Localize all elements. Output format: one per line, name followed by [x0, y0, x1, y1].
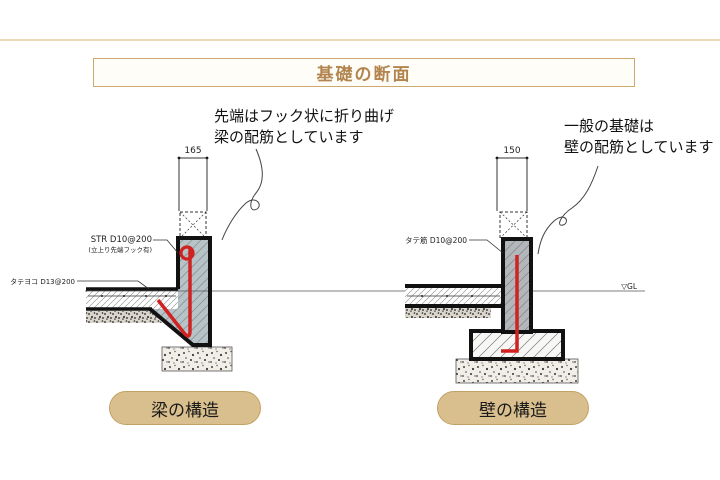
page-title-box: 基礎の断面: [93, 58, 635, 87]
right-diagram: 150 ▽GL: [405, 146, 638, 384]
rebar-hook: [179, 245, 195, 261]
left-slab-hatch: [86, 289, 178, 309]
left-dimension-label: 165: [184, 146, 201, 156]
left-sill-dashed-box: [179, 211, 207, 239]
caption-beam: 梁の構造: [151, 400, 219, 421]
right-dimension: 150: [495, 146, 529, 211]
gl-marker: ▽GL: [621, 282, 638, 291]
right-dimension-label: 150: [503, 146, 520, 156]
annotation-left-line1: 先端はフック状に折り曲げ: [214, 107, 395, 125]
annotation-left-line2: 梁の配筋としています: [214, 128, 364, 146]
left-slab-label: タテヨコ D13@200: [10, 277, 75, 286]
annotation-right-line1: 一般の基礎は: [564, 117, 655, 135]
annotation-right-line2: 壁の配筋としています: [564, 138, 714, 156]
left-slab-rebar: [88, 295, 176, 297]
left-diagram: 165: [10, 146, 645, 372]
annotation-left: 先端はフック状に折り曲げ 梁の配筋としています: [214, 106, 394, 148]
left-rebar: [156, 245, 195, 338]
left-foundation-outline: [148, 236, 212, 347]
caption-badge-wall: 壁の構造: [437, 391, 589, 425]
right-slab-rebar: [407, 295, 500, 297]
top-divider-rule: [0, 39, 720, 41]
right-labels: タテ筋 D10@200: [405, 235, 504, 254]
right-sill-dashed-box: [499, 211, 528, 239]
annotation-leader-right: [537, 165, 599, 255]
left-leveling-gravel: [161, 346, 233, 372]
left-labels: STR D10@200 (立上り先端フック有) タテヨコ D13@200: [10, 235, 179, 290]
caption-wall: 壁の構造: [479, 400, 547, 421]
right-rebar-label: タテ筋 D10@200: [405, 235, 467, 245]
left-rebar-note: (立上り先端フック有): [88, 245, 152, 254]
left-rebar-label: STR D10@200: [91, 235, 152, 245]
caption-badge-beam: 梁の構造: [109, 391, 261, 425]
annotation-right: 一般の基礎は 壁の配筋としています: [564, 116, 714, 158]
right-leveling-gravel: [455, 358, 579, 384]
left-dimension: 165: [177, 146, 209, 211]
page-title: 基礎の断面: [316, 65, 412, 85]
annotation-leader-left: [221, 148, 263, 241]
left-subslab-gravel-strip: [86, 311, 162, 323]
right-subslab-gravel-strip: [405, 308, 491, 318]
right-rebar: [501, 255, 519, 353]
